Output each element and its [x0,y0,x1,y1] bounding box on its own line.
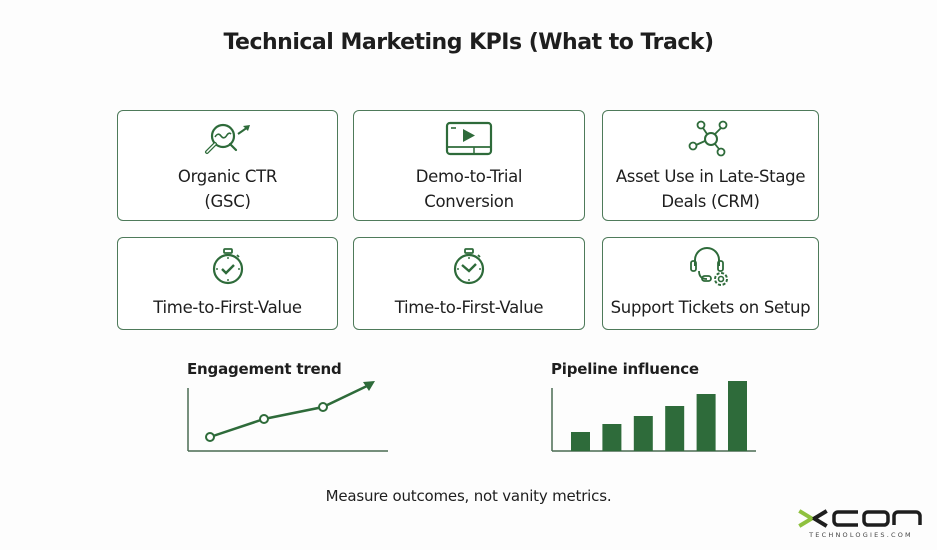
bar [633,416,653,451]
bar [602,424,622,451]
kpi-card-support-tickets: Support Tickets on Setup [602,237,819,330]
kpi-card-time-to-first-value-2: Time-to-First-Value [353,237,585,330]
kpi-label: Asset Use in Late-Stage [615,167,806,186]
search-trend-icon [204,123,250,154]
engagement-trend-title: Engagement trend [187,360,342,378]
kpi-sublabel: Deals (CRM) [661,192,760,211]
kpi-sublabel: (GSC) [204,192,251,211]
stopwatch-icon [453,248,485,285]
page-title: Technical Marketing KPIs (What to Track) [223,30,714,55]
xcon-logo: TECHNOLOGIES.COM [798,508,924,539]
pipeline-influence-title: Pipeline influence [551,360,699,378]
kpi-card-demo-to-trial: Demo-to-Trial Conversion [353,110,585,221]
network-nodes-icon [688,120,727,157]
bar [571,432,590,451]
kpi-label: Time-to-First-Value [153,298,302,317]
xcon-logo-mark [798,509,922,528]
kpi-label: Time-to-First-Value [394,298,544,317]
bar [696,394,716,451]
stopwatch-check-icon [212,248,243,285]
bar [728,381,747,451]
kpi-card-organic-ctr: Organic CTR (GSC) [117,110,338,221]
kpi-card-time-to-first-value: Time-to-First-Value [117,237,338,330]
headset-gear-icon [689,247,728,286]
video-play-icon [445,121,493,156]
footer-tagline: Measure outcomes, not vanity metrics. [325,487,612,505]
bar [665,406,685,451]
kpi-label: Support Tickets on Setup [610,298,811,317]
kpi-card-asset-use: Asset Use in Late-Stage Deals (CRM) [602,110,819,221]
logo-tagline: TECHNOLOGIES.COM [809,531,913,539]
kpi-label: Organic CTR [177,167,278,186]
kpi-label: Demo-to-Trial [415,167,523,186]
kpi-sublabel: Conversion [424,192,514,211]
